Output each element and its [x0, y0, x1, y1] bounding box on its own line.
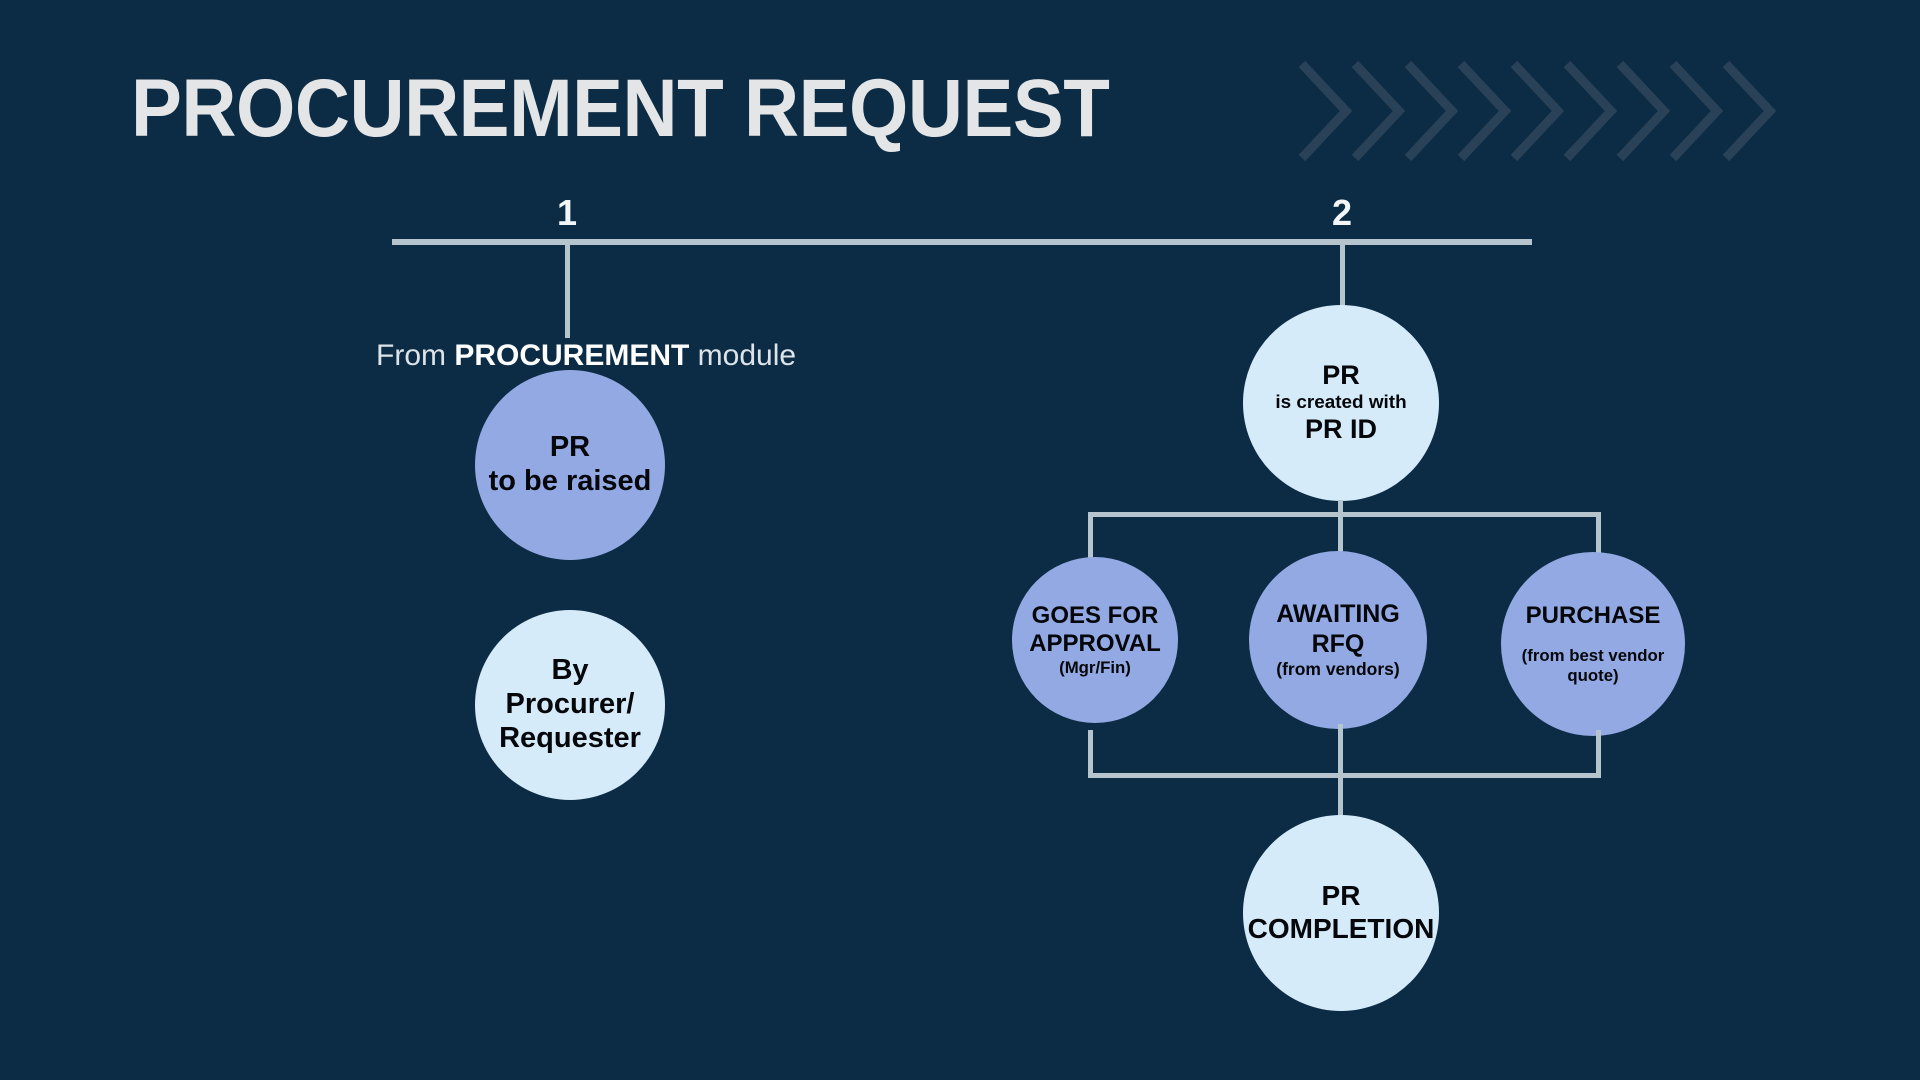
connector-drop-center [1338, 512, 1343, 560]
timeline-stem-2 [1340, 244, 1345, 308]
module-caption: From PROCUREMENT module [376, 339, 796, 373]
node-line: GOES FOR [1031, 601, 1159, 629]
connector-riser-left [1088, 730, 1093, 778]
node-goes-for-approval[interactable]: GOES FOR APPROVAL (Mgr/Fin) [1012, 557, 1178, 723]
timeline-tick-label-2: 2 [1331, 192, 1353, 233]
node-pr-created[interactable]: PR is created with PR ID [1243, 305, 1439, 501]
timeline-stem-1 [565, 244, 570, 338]
node-pr-to-be-raised[interactable]: PR to be raised [475, 370, 665, 560]
chevron-right-icon-group [1298, 60, 1777, 162]
caption-suffix: module [689, 339, 797, 372]
node-line: By [551, 654, 589, 687]
node-line: APPROVAL [1029, 629, 1161, 657]
node-line: (from best vendor [1521, 645, 1665, 665]
caption-prefix: From [376, 339, 455, 372]
node-pr-completion[interactable]: PR COMPLETION [1243, 815, 1439, 1011]
node-line: to be raised [488, 465, 652, 497]
connector-bar-bottom [1088, 773, 1601, 778]
node-line: (Mgr/Fin) [1059, 658, 1131, 677]
node-line: PURCHASE [1525, 601, 1661, 629]
timeline-axis [392, 239, 1532, 245]
node-line: RFQ [1311, 629, 1365, 658]
page-title: PROCUREMENT REQUEST [131, 63, 1110, 154]
timeline-tick-label-1: 1 [556, 192, 578, 233]
caption-emphasis: PROCUREMENT [454, 339, 690, 372]
connector-bar-top [1088, 512, 1601, 517]
connector-drop-left [1088, 512, 1093, 560]
node-line: PR ID [1304, 414, 1377, 445]
node-awaiting-rfq[interactable]: AWAITING RFQ (from vendors) [1249, 551, 1427, 729]
node-line: Requester [499, 721, 641, 754]
node-line: Procurer/ [505, 688, 635, 721]
node-line: AWAITING [1276, 600, 1400, 629]
node-line: PR [1321, 880, 1361, 912]
node-by-procurer-requester[interactable]: By Procurer/ Requester [475, 610, 665, 800]
connector-drop-right [1596, 512, 1601, 560]
node-line: COMPLETION [1247, 913, 1435, 944]
connector-stem-bottom [1338, 773, 1343, 821]
node-line: PR [1322, 360, 1360, 391]
node-line: (from vendors) [1276, 658, 1400, 679]
connector-riser-right [1596, 730, 1601, 778]
node-line: is created with [1275, 391, 1407, 413]
node-purchase[interactable]: PURCHASE (from best vendor quote) [1501, 552, 1685, 736]
node-line: quote) [1567, 666, 1619, 686]
connector-stem-top [1338, 500, 1343, 516]
node-line: PR [549, 431, 591, 464]
connector-riser-center [1338, 724, 1343, 778]
